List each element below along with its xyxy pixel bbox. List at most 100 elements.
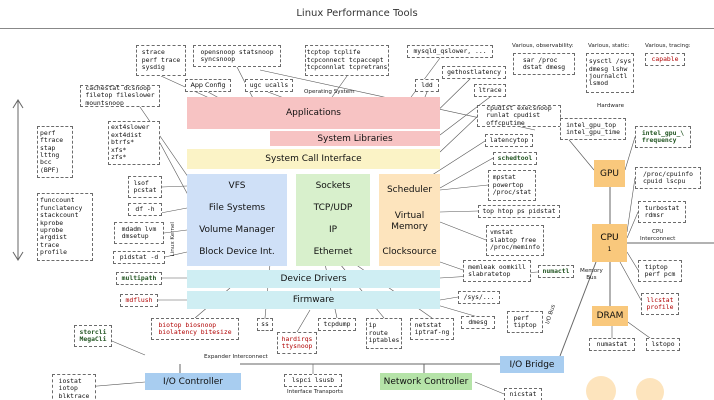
layer-applications: Applications: [187, 97, 440, 129]
vfs-stack: [187, 174, 287, 266]
tool-top-htop: top htop ps pidstat: [478, 205, 560, 218]
connector-line: [164, 251, 188, 258]
connector-line: [329, 75, 348, 101]
scope-arrow: [12, 99, 24, 261]
connector-line: [296, 309, 311, 333]
tool-df-h: df -h: [128, 203, 162, 216]
header-tracing: Various, tracing:: [645, 43, 691, 49]
connector-line: [161, 185, 188, 188]
tool-cpudist: cpudist execsnoop runlat cpudist offcput…: [477, 104, 561, 127]
tool-perf-tiptop: perf tiptop: [507, 311, 543, 333]
connector-line: [624, 136, 636, 171]
network-stack: [296, 174, 370, 266]
bus-line: [559, 261, 597, 357]
connector-line: [439, 96, 491, 136]
tool-multipath: multipath: [116, 272, 162, 285]
hw-cpu-label: CPU: [600, 233, 619, 243]
layer-tcp-udp: TCP/UDP: [313, 203, 353, 213]
tool-nicstat: nicstat: [504, 388, 542, 400]
tool-vmstat: vmstat slabtop free /proc/meminfo: [486, 225, 544, 256]
tool-strace: strace perf trace sysdig: [136, 45, 186, 76]
hw-cpu: CPU 1: [592, 224, 627, 262]
tool-ugc-ucalls: ugc ucalls: [245, 79, 293, 92]
layer-vfs: VFS: [228, 181, 246, 191]
tool-funccount: funccount funclatency stackcount kprobe …: [37, 193, 93, 261]
hw-gpu: GPU: [594, 160, 625, 187]
tool-proc-sys: /sys/...: [458, 291, 500, 304]
label-expander-interconnect: Expander Interconnect: [204, 354, 268, 360]
connector-line: [624, 319, 651, 339]
layer-firmware: Firmware: [187, 291, 440, 309]
tool-iostat: iostat iotop blktrace: [52, 374, 96, 400]
hw-io-bridge: I/O Bridge: [500, 356, 564, 373]
tool-intel-gpu-top: intel_gpu_top intel_gpu_time: [560, 118, 626, 140]
tool-pidstat-d: pidstat -d: [113, 251, 165, 264]
layer-ethernet: Ethernet: [313, 247, 353, 257]
layer-ip: IP: [328, 225, 338, 235]
tool-storcli: storcli MegaCli: [74, 325, 112, 347]
layer-system-libraries: System Libraries: [270, 129, 440, 146]
layer-scheduler: Scheduler: [386, 185, 433, 195]
tool-capable: capable: [645, 53, 685, 66]
tool-app-config: App Config: [185, 79, 231, 92]
connector-line: [439, 210, 479, 213]
tool-llcstat: llcstat profile: [641, 293, 679, 315]
tool-netstat: netstat iptraf-ng: [410, 318, 454, 340]
tool-perf-ftrace: perf ftrace stap lttng bcc (BPF): [37, 126, 73, 178]
tool-mdadm: mdadm lvm dmsetup: [114, 222, 164, 244]
layer-file-systems: File Systems: [208, 203, 266, 213]
tool-sysctl: sysctl /sys dmesg lshw journalctl lsmod: [586, 53, 634, 93]
tool-mpstat: mpstat powertop /proc/stat: [488, 170, 536, 201]
tool-lstopo: lstopo: [646, 338, 680, 351]
layer-clocksource: Clocksource: [382, 247, 437, 257]
layer-system-call-interface: System Call Interface: [187, 149, 440, 169]
partial-disk-icon: [586, 376, 616, 400]
tool-numactl: numactl: [538, 265, 574, 278]
tool-numastat: numastat: [589, 338, 635, 351]
tool-tcpdump: tcpdump: [318, 318, 356, 331]
connector-line: [163, 229, 188, 234]
partial-port-icon: [636, 378, 664, 400]
tool-turbostat: turbostat rdmsr: [638, 201, 686, 223]
tool-tiptop-pcm: tiptop perf pcm: [638, 260, 682, 282]
connector-line: [626, 177, 636, 233]
connector-line: [439, 296, 459, 301]
connector-line: [439, 221, 487, 241]
header-static: Various, static:: [588, 43, 630, 49]
layer-device-drivers: Device Drivers: [187, 270, 440, 288]
tool-opensnoop: opensnoop statsnoop syncsnoop: [193, 45, 281, 67]
label-operating-system: Operating System: [304, 89, 355, 95]
tool-biotop: biotop biosnoop biolatency bitesize: [151, 318, 239, 340]
hw-io-controller: I/O Controller: [145, 373, 241, 390]
label-interface-transports: Interface Transports: [287, 389, 343, 395]
connector-line: [474, 381, 505, 395]
connector-line: [439, 115, 479, 153]
tool-sar: sar /proc dstat dmesg: [513, 53, 575, 75]
tool-ldd: ldd: [415, 79, 439, 92]
tool-ss: ss: [257, 318, 273, 331]
layer-volume-manager: Volume Manager: [199, 225, 275, 235]
connector-line: [626, 251, 639, 271]
layer-virtual-memory: Virtual Memory: [391, 211, 428, 232]
tool-schedtool: schedtool: [493, 152, 537, 165]
label-cpu-interconnect: CPU Interconnect: [640, 229, 676, 242]
tool-ip-route: ip route iptables: [366, 318, 402, 349]
tool-gethostlatency: gethostlatency: [442, 66, 506, 79]
label-hardware: Hardware: [597, 103, 625, 109]
scheduler-stack: [379, 174, 440, 266]
hw-cpu-count: 1: [607, 246, 612, 253]
tool-tcptop: tcptop tcplife tcpconnect tcpaccept tcpc…: [305, 45, 389, 76]
tool-ext4slower: ext4slower ext4dist btrfs* xfs* zfs*: [108, 121, 160, 165]
tool-memleak: memleak oomkill slabratetop: [463, 260, 531, 282]
tool-lsof: lsof pcstat: [128, 176, 162, 198]
label-linux-kernel: Linux Kernel: [170, 222, 176, 257]
label-memory-bus: Memory Bus: [580, 268, 603, 281]
connector-line: [439, 184, 489, 191]
tool-latencytop: latencytop: [485, 134, 533, 147]
connector-line: [439, 157, 494, 189]
connector-line: [139, 106, 196, 188]
tool-hardirqs: hardirqs ttysnoop: [277, 332, 317, 354]
connector-line: [619, 261, 642, 301]
connector-line: [626, 211, 639, 239]
